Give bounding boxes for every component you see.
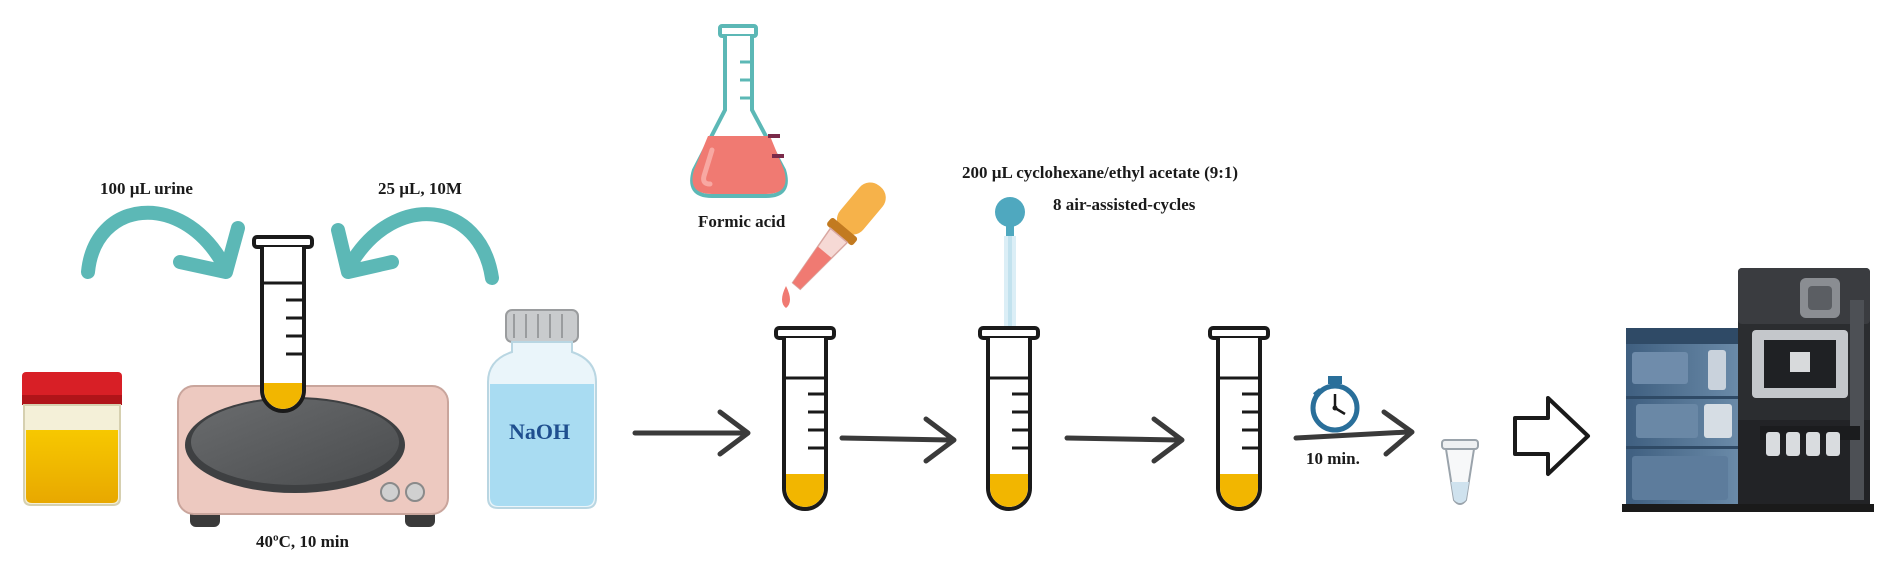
arrow-step-2-icon [839, 416, 957, 464]
dropper-icon [782, 182, 886, 308]
solvent-label: 200 µL cyclohexane/ethyl acetate (9:1) [962, 163, 1239, 182]
naoh-bottle-icon [487, 309, 597, 509]
test-tube-acid-icon [774, 326, 836, 511]
naoh-volume-label: 25 µL, 10M [378, 179, 462, 198]
hot-plate-icon [177, 385, 449, 527]
arrow-step-1-icon [632, 409, 751, 457]
test-tube-heating-icon [252, 235, 314, 413]
arrow-step-3-icon [1064, 416, 1185, 464]
urine-cup-icon [22, 372, 122, 506]
test-tube-separated-icon [1208, 326, 1270, 511]
flask-icon [690, 24, 788, 198]
lc-ms-instrument-icon [1622, 268, 1874, 512]
vial-icon [1441, 439, 1479, 505]
left-curved-arrow-icon [81, 205, 245, 279]
stopwatch-icon [1310, 376, 1360, 433]
urine-volume-label: 100 µL urine [100, 179, 193, 198]
hollow-arrow-icon [1513, 396, 1590, 476]
cycles-label: 8 air-assisted-cycles [1053, 195, 1196, 214]
right-curved-arrow-icon [331, 207, 499, 285]
naoh-bottle-label: NaOH [509, 419, 571, 444]
arrow-step-4-icon [1293, 409, 1415, 457]
time-label: 10 min. [1306, 449, 1360, 468]
test-tube-extraction-icon [978, 326, 1040, 511]
formic-acid-label: Formic acid [698, 212, 786, 231]
pipette-icon [995, 197, 1025, 328]
heating-conditions-label: 40ºC, 10 min [256, 532, 349, 551]
